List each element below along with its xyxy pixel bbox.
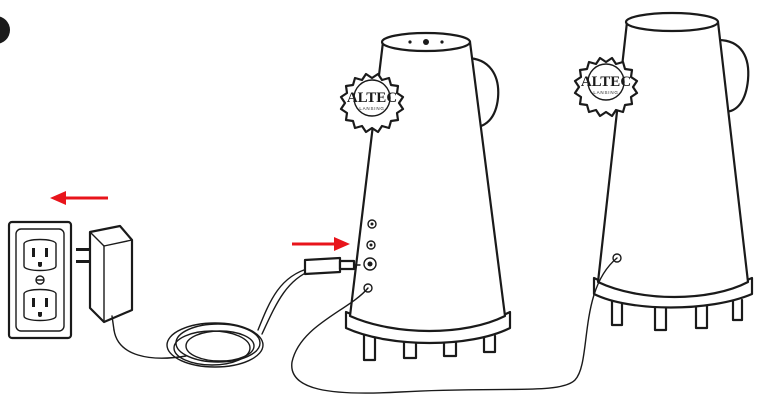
right-speaker-volume-knob: ALTEC LANSING: [573, 56, 639, 118]
plug-in-direction-arrow: [292, 237, 350, 251]
step-marker-icon: [0, 16, 10, 44]
left-speaker-sub-brand: LANSING: [359, 106, 384, 111]
right-speaker-feet: [610, 296, 744, 332]
right-speaker: ALTEC LANSING: [573, 11, 754, 332]
power-cord: [113, 267, 313, 368]
unplug-direction-arrow: [50, 191, 108, 205]
right-speaker-brand: ALTEC: [581, 74, 631, 90]
left-speaker-rear-jacks: [363, 219, 377, 293]
left-speaker-feet: [362, 332, 497, 362]
dc-plug-icon: [303, 256, 361, 276]
left-speaker: ALTEC LANSING: [339, 31, 512, 362]
power-adapter-icon: [76, 224, 134, 331]
right-speaker-sub-brand: LANSING: [593, 90, 618, 95]
satellite-cable-icon: [291, 257, 618, 394]
left-speaker-brand: ALTEC: [347, 90, 397, 106]
left-speaker-volume-knob: ALTEC LANSING: [339, 72, 405, 134]
wall-outlet-icon: [7, 220, 73, 340]
